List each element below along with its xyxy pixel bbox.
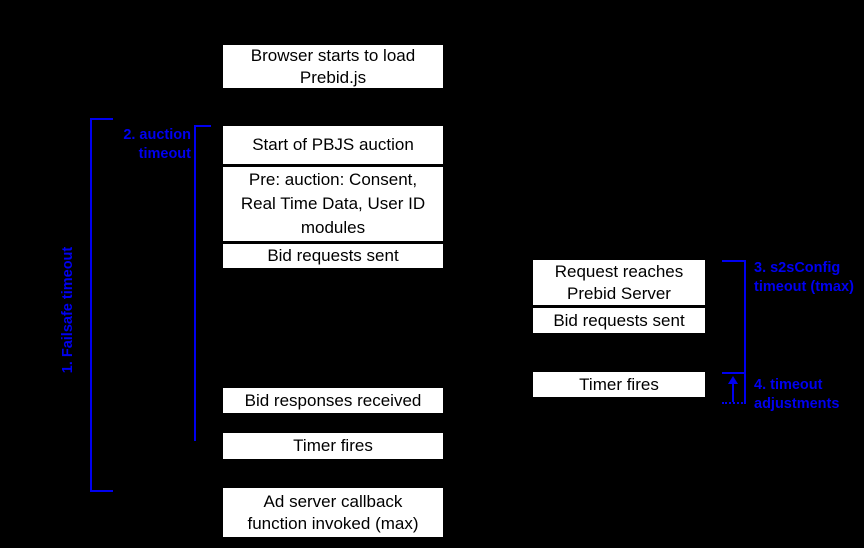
- event-box-pre-auction-modules: Pre: auction: Consent, Real Time Data, U…: [223, 167, 443, 241]
- event-label: Pre: auction: Consent, Real Time Data, U…: [240, 170, 426, 237]
- timeout-adjustments-label: 4. timeout adjustments: [754, 376, 864, 414]
- event-box-server-bid-requests-sent: Bid requests sent: [533, 308, 705, 333]
- event-box-bid-responses-received: Bid responses received: [223, 388, 443, 413]
- failsafe-bracket-line: [90, 118, 92, 492]
- up-arrow-icon: [728, 376, 738, 384]
- s2s-timeout-label-line2: timeout (tmax): [754, 279, 854, 295]
- event-label: Start of PBJS auction: [252, 135, 414, 154]
- event-label: Browser starts to load Prebid.js: [250, 45, 416, 87]
- s2s-timeout-bracket-top-tick: [722, 260, 746, 262]
- event-box-bid-requests-sent: Bid requests sent: [223, 244, 443, 268]
- s2s-timeout-label: 3. s2sConfig timeout (tmax): [754, 259, 864, 297]
- timeout-adjustments-label-line1: 4. timeout: [754, 377, 823, 393]
- event-label: Bid responses received: [244, 390, 422, 410]
- auction-timeout-label: 2. auction timeout: [101, 126, 191, 164]
- event-label: Bid requests sent: [267, 246, 399, 265]
- failsafe-bracket-bottom-tick: [90, 490, 113, 492]
- auction-timeout-bracket-top-tick: [194, 125, 211, 127]
- event-box-auction-start: Start of PBJS auction: [223, 126, 443, 164]
- auction-timeout-bracket-line: [194, 125, 196, 441]
- event-label: Request reaches Prebid Server: [554, 261, 684, 303]
- up-arrow-shaft: [732, 383, 734, 402]
- s2s-timeout-label-line1: 3. s2sConfig: [754, 260, 841, 276]
- s2s-timeout-bracket-mid-tick: [722, 372, 746, 374]
- event-label: Ad server callback function invoked (max…: [247, 491, 419, 533]
- event-box-browser-load: Browser starts to load Prebid.js: [223, 45, 443, 88]
- failsafe-bracket-top-tick: [90, 118, 113, 120]
- event-label: Timer fires: [579, 374, 659, 394]
- auction-timeout-label-line1: 2. auction: [123, 127, 191, 143]
- event-box-timer-fires: Timer fires: [223, 433, 443, 459]
- s2s-timeout-bracket-dotted-tick: [722, 402, 746, 404]
- event-box-server-timer-fires: Timer fires: [533, 372, 705, 397]
- event-label: Bid requests sent: [553, 310, 685, 330]
- event-box-ad-server-callback: Ad server callback function invoked (max…: [223, 488, 443, 537]
- event-label: Timer fires: [293, 436, 373, 455]
- event-box-request-reaches-server: Request reaches Prebid Server: [533, 260, 705, 305]
- auction-timeout-label-line2: timeout: [138, 146, 191, 162]
- timeout-adjustments-label-line2: adjustments: [754, 396, 840, 412]
- s2s-timeout-bracket-line: [744, 260, 746, 404]
- failsafe-timeout-label: 1. Failsafe timeout: [60, 246, 76, 374]
